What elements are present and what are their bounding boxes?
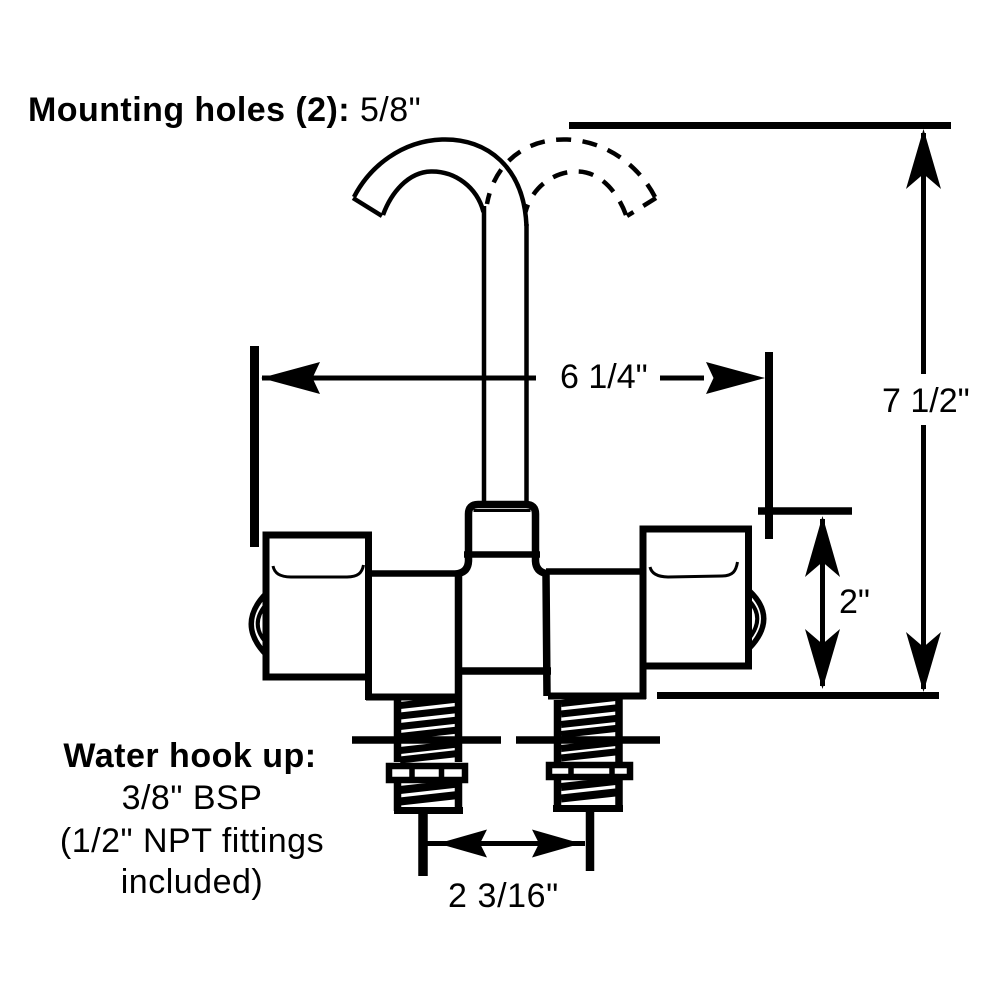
svg-text:Mounting holes (2): 5/8": Mounting holes (2): 5/8" <box>28 91 421 129</box>
svg-text:3/8" BSP: 3/8" BSP <box>122 779 263 817</box>
svg-text:(1/2" NPT fittings: (1/2" NPT fittings <box>60 822 324 860</box>
svg-text:2": 2" <box>839 583 870 621</box>
svg-text:2 3/16": 2 3/16" <box>448 877 559 915</box>
svg-text:7 1/2": 7 1/2" <box>882 382 970 420</box>
svg-text:6 1/4": 6 1/4" <box>560 358 648 396</box>
svg-text:included): included) <box>121 863 263 901</box>
svg-text:Water hook up:: Water hook up: <box>63 737 316 775</box>
